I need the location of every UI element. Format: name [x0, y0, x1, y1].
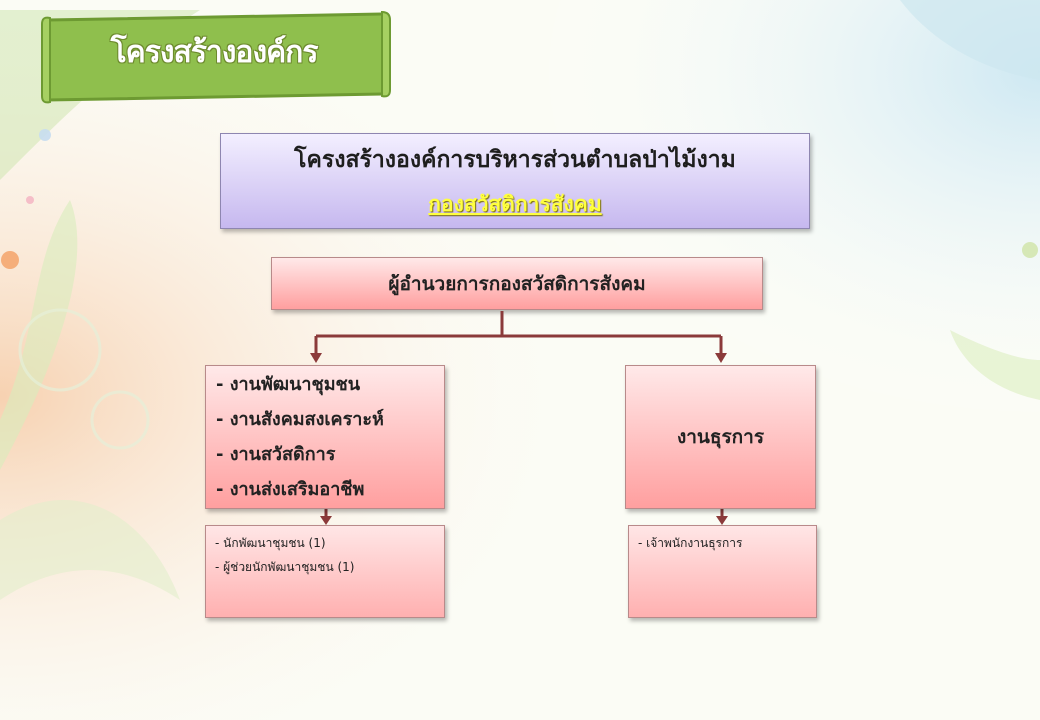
director-label: ผู้อำนวยการกองสวัสดิการสังคม — [388, 272, 646, 295]
right-unit-box: งานธุรการ — [625, 365, 816, 509]
unit-item: - งานส่งเสริมอาชีพ — [216, 479, 365, 500]
org-title-box: โครงสร้างองค์การบริหารส่วนตำบลป่าไม้งาม … — [220, 133, 810, 229]
unit-item: - งานพัฒนาชุมชน — [216, 374, 361, 395]
left-staff-box: - นักพัฒนาชุมชน (1) - ผู้ช่วยนักพัฒนาชุม… — [205, 525, 445, 618]
unit-item: - งานสังคมสงเคราะห์ — [216, 409, 384, 430]
title-banner — [41, 10, 391, 104]
left-unit-box: - งานพัฒนาชุมชน - งานสังคมสงเคราะห์ - งา… — [205, 365, 445, 509]
staff-item: - เจ้าพนักงานธุรการ — [638, 536, 743, 550]
staff-item: - นักพัฒนาชุมชน (1) — [215, 536, 326, 550]
unit-item: - งานสวัสดิการ — [216, 444, 336, 465]
right-staff-box: - เจ้าพนักงานธุรการ — [628, 525, 817, 618]
division-title: กองสวัสดิการสังคม — [428, 192, 602, 216]
director-box: ผู้อำนวยการกองสวัสดิการสังคม — [271, 257, 763, 310]
org-title: โครงสร้างองค์การบริหารส่วนตำบลป่าไม้งาม — [294, 147, 736, 173]
staff-item: - ผู้ช่วยนักพัฒนาชุมชน (1) — [215, 560, 355, 574]
banner-title: โครงสร้างองค์กร — [110, 34, 319, 70]
right-unit-label: งานธุรการ — [676, 426, 765, 448]
